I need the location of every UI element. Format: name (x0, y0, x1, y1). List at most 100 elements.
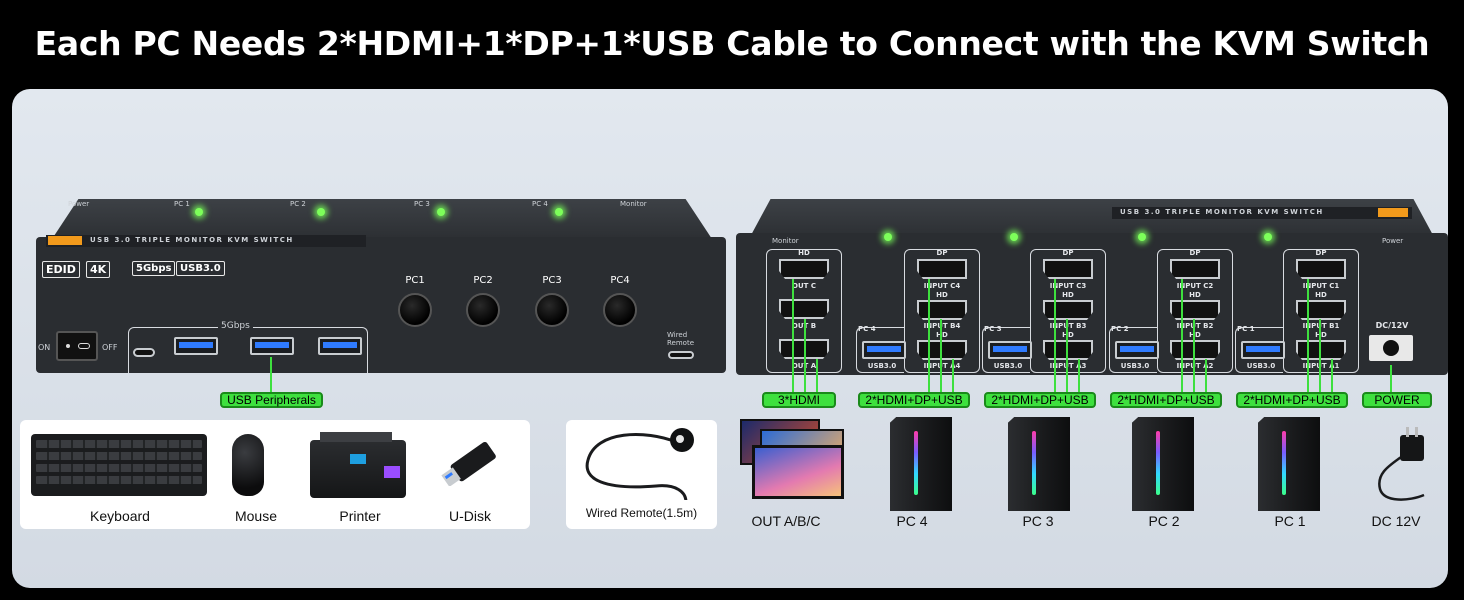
pc3-hdmi-a-port (1043, 340, 1093, 360)
pc2-input-a-label: INPUT A2 (1176, 362, 1214, 370)
out-line-1 (792, 279, 794, 395)
bottom-caption-1: PC 4 (896, 513, 928, 529)
pc4-hdmi-a-port (917, 340, 967, 360)
pc2-hdmi-a-port (1170, 340, 1220, 360)
caption-u-disk: U-Disk (449, 508, 491, 524)
pc1-button[interactable] (398, 293, 432, 327)
cable-pill-1: 2*HDMI+DP+USB (858, 392, 970, 408)
pc2-input-c-label: INPUT C2 (1176, 282, 1214, 290)
front-label-pc1: PC 1 (174, 200, 190, 208)
pc3-dp-label: DP (1062, 249, 1074, 257)
pc-tower-icon-2 (1132, 417, 1194, 511)
caption-printer: Printer (339, 508, 381, 524)
mouse-icon (232, 434, 264, 496)
pc1-usb-label: USB3.0 (1246, 362, 1276, 370)
wired-remote-card: Wired Remote(1.5m) (566, 420, 717, 529)
front-label-pc4: PC 4 (532, 200, 548, 208)
pc2-hd-label-2: HD (1157, 331, 1233, 339)
pc1-port-group (1283, 249, 1359, 373)
pc3-line-3 (1078, 359, 1080, 395)
pc3-usb-group (982, 327, 1030, 373)
cable-pill-5: POWER (1362, 392, 1432, 408)
badge-4k: 4K (86, 261, 111, 278)
pc4-button[interactable] (603, 293, 637, 327)
pc4-input-b-label: INPUT B4 (923, 322, 961, 330)
pc2-button[interactable] (466, 293, 500, 327)
content-panel: Power PC 1 PC 2 PC 3 PC 4 Monitor USB 3.… (12, 89, 1448, 588)
pc1-input-a-label: INPUT A1 (1302, 362, 1340, 370)
pc2-label: PC 2 (1111, 325, 1129, 333)
rear-led-2 (1010, 233, 1018, 241)
out-c-port (779, 259, 829, 279)
pc3-label: PC 3 (984, 325, 1002, 333)
keyboard-icon (31, 434, 207, 496)
pc3-button-label: PC3 (542, 275, 562, 286)
front-strip: USB 3.0 TRIPLE MONITOR KVM SWITCH (46, 235, 366, 247)
pc4-usb-group (856, 327, 904, 373)
out-c-label: OUT C (792, 282, 816, 290)
pc4-line-2 (940, 319, 942, 395)
power-line (1390, 365, 1392, 393)
usb-speed-label: 5Gbps (218, 321, 253, 331)
bottom-caption-3: PC 2 (1148, 513, 1180, 529)
pc3-input-a-label: INPUT A3 (1049, 362, 1087, 370)
power-adapter-icon (1370, 425, 1430, 505)
pc4-input-c-label: INPUT C4 (923, 282, 961, 290)
brand-tag (48, 236, 82, 245)
rear-strip: USB 3.0 TRIPLE MONITOR KVM SWITCH (1112, 207, 1412, 219)
pc4-line-3 (952, 359, 954, 395)
pc2-line-1 (1181, 279, 1183, 395)
pc1-dp-port (1296, 259, 1346, 279)
pc-tower-icon-3 (1258, 417, 1320, 511)
pc2-line-3 (1205, 359, 1207, 395)
pc3-port-group (1030, 249, 1106, 373)
pc2-dp-port (1170, 259, 1220, 279)
pc2-button-label: PC2 (473, 275, 493, 286)
bottom-caption-4: PC 1 (1274, 513, 1306, 529)
pc-tower-icon-0 (890, 417, 952, 511)
out-hd-label: HD (798, 249, 810, 257)
caption-wired-remote: Wired Remote(1.5m) (585, 506, 698, 520)
power-off-label: OFF (102, 343, 118, 352)
out-a-label: OUT A (791, 362, 817, 370)
out-line-3 (816, 359, 818, 395)
power-switch[interactable] (56, 331, 98, 361)
bottom-caption-5: DC 12V (1371, 513, 1421, 529)
pc1-line-3 (1331, 359, 1333, 395)
pc3-dp-port (1043, 259, 1093, 279)
badge-usb30: USB3.0 (176, 261, 225, 276)
rear-monitor-label: Monitor (772, 237, 799, 245)
pc3-line-2 (1066, 319, 1068, 395)
pc3-input-c-label: INPUT C3 (1049, 282, 1087, 290)
pc4-hd-label-2: HD (904, 331, 980, 339)
cable-pill-4: 2*HDMI+DP+USB (1236, 392, 1348, 408)
pc2-port-group (1157, 249, 1233, 373)
caption-mouse: Mouse (234, 508, 278, 524)
pc3-hdmi-b-port (1043, 300, 1093, 320)
usb-port-3 (318, 337, 362, 355)
pc1-hdmi-a-port (1296, 340, 1346, 360)
pc1-hd-label-2: HD (1283, 331, 1359, 339)
usb-port-1 (174, 337, 218, 355)
cable-pill-0: 3*HDMI (762, 392, 836, 408)
pc4-dp-port (917, 259, 967, 279)
rear-led-4 (1264, 233, 1272, 241)
wired-remote-icon (585, 428, 694, 503)
pc2-dp-label: DP (1189, 249, 1201, 257)
pc3-button[interactable] (535, 293, 569, 327)
out-b-port (779, 299, 829, 319)
caption-keyboard: Keyboard (90, 508, 150, 524)
pc3-line-1 (1054, 279, 1056, 395)
pc1-button-label: PC1 (405, 275, 425, 286)
peripherals-card: Keyboard Mouse Printer U-Disk (20, 420, 530, 529)
pc1-label: PC 1 (1237, 325, 1255, 333)
out-line-2 (804, 319, 806, 395)
pc4-line-1 (928, 279, 930, 395)
front-label-pc3: PC 3 (414, 200, 430, 208)
dc-port-label: DC/12V (1375, 321, 1409, 330)
rear-power-label: Power (1382, 237, 1404, 245)
front-label-monitor: Monitor (620, 200, 647, 208)
monitors-icon (740, 419, 850, 505)
pc1-dp-label: DP (1315, 249, 1327, 257)
pc4-usb-label: USB3.0 (867, 362, 897, 370)
